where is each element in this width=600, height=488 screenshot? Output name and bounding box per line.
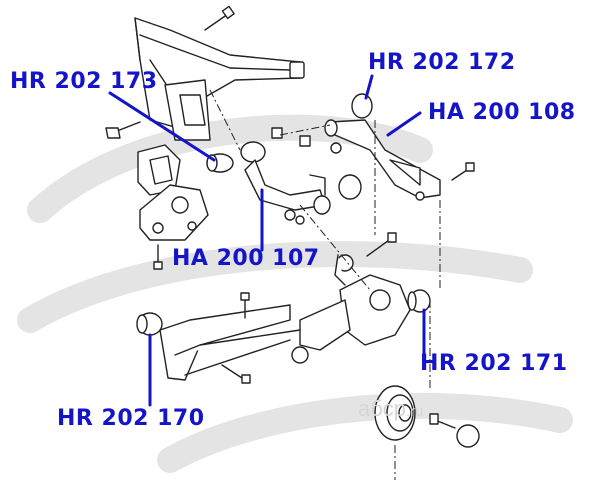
bushing-hr-202-171: [407, 289, 431, 313]
wheel-carrier: [291, 254, 411, 364]
upper-link-bushing: [313, 174, 362, 215]
upper-arm-ha-200-108: [324, 93, 441, 199]
knuckle-bolt: [366, 232, 397, 257]
leader-lines: [108, 74, 426, 407]
hub-bolt-and-cap: [429, 413, 480, 448]
assembly-lines: [209, 89, 441, 480]
watermark-text: абср.ru: [358, 396, 423, 422]
leader-hr-202-172: [364, 74, 374, 100]
subframe-bolt: [204, 5, 235, 31]
upper-link-hardware: [271, 127, 342, 225]
mount-bracket: [137, 144, 181, 196]
plate-bolt: [153, 244, 163, 270]
upper-arm-bolt: [415, 162, 475, 201]
bushing-hr-202-170: [136, 312, 163, 336]
label-hr-202-172: HR 202 172: [368, 50, 516, 75]
mount-plate: [139, 184, 209, 241]
label-hr-202-173: HR 202 173: [10, 69, 158, 94]
trailing-arm-bolts: [221, 292, 251, 384]
watermark-tld: .ru: [405, 403, 424, 420]
leader-hr-202-173: [108, 91, 216, 162]
subframe: [134, 17, 305, 141]
leader-ha-200-108: [386, 111, 422, 137]
wheel-hub: [374, 385, 416, 441]
background-logo-watermark: [17, 114, 573, 473]
label-ha-200-108: HA 200 108: [428, 100, 576, 125]
trailing-arm: [159, 304, 301, 381]
label-ha-200-107: HA 200 107: [172, 246, 320, 271]
label-hr-202-170: HR 202 170: [57, 406, 205, 431]
label-hr-202-171: HR 202 171: [420, 351, 568, 376]
watermark-name: абср: [358, 396, 406, 421]
mount-bolt-left: [105, 121, 141, 139]
upper-link-ha-200-107: [240, 141, 326, 211]
